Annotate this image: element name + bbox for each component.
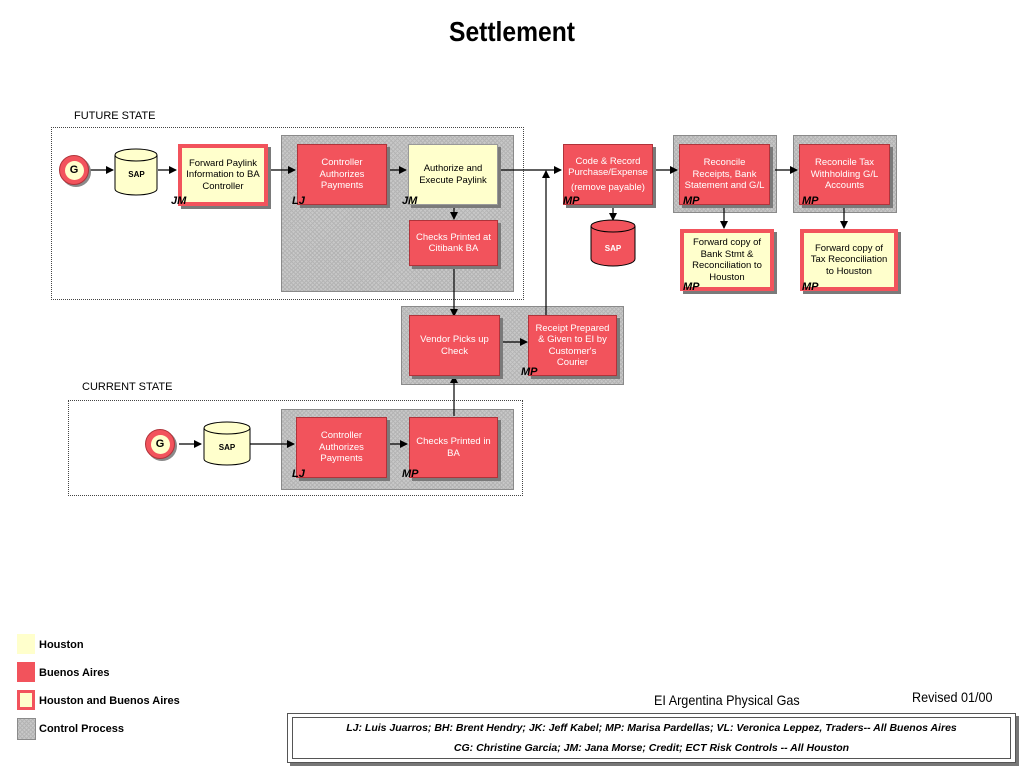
authorize-execute-step: Authorize and Execute Paylink <box>408 144 498 205</box>
forward-paylink-initials: JM <box>171 195 187 207</box>
legend-label-both: Houston and Buenos Aires <box>39 695 180 707</box>
sap-database-red-label: SAP <box>604 244 622 253</box>
revision-date: Revised 01/00 <box>912 689 993 705</box>
checks-printed-ba-label: Checks Printed in BA <box>416 436 491 459</box>
receipt-prepared-step: Receipt Prepared & Given to EI by Custom… <box>528 315 617 376</box>
receipt-prepared-label: Receipt Prepared & Given to EI by Custom… <box>535 322 610 369</box>
code-record-label: Code & Record Purchase/Expense <box>568 155 648 179</box>
page-title: Settlement <box>449 16 575 47</box>
controller-authorizes-current-step: Controller Authorizes Payments <box>296 417 387 478</box>
controller-authorizes-current-label: Controller Authorizes Payments <box>319 430 364 465</box>
legend-swatch-control <box>17 718 36 740</box>
initials-houston: CG: Christine Garcia; JM: Jana Morse; Cr… <box>453 742 850 754</box>
current-state-label: CURRENT STATE <box>82 381 173 393</box>
reconcile-tax-step: Reconcile Tax Withholding G/L Accounts <box>799 144 890 205</box>
reconcile-tax-label: Reconcile Tax Withholding G/L Accounts <box>810 157 879 192</box>
sap-database-icon <box>114 148 158 196</box>
sap-database-current-icon <box>203 421 251 466</box>
forward-tax-step: Forward copy of Tax Reconciliation to Ho… <box>800 229 898 291</box>
reconcile-receipts-initials: MP <box>683 195 700 207</box>
start-node-current: G <box>145 429 175 459</box>
forward-paylink-step: Forward Paylink Information to BA Contro… <box>178 144 268 206</box>
authorize-execute-initials: JM <box>402 195 418 207</box>
receipt-prepared-initials: MP <box>521 366 538 378</box>
start-node-future: G <box>59 155 89 185</box>
checks-printed-ba-initials: MP <box>402 468 419 480</box>
sap-database-current-label: SAP <box>218 443 236 452</box>
legend-label-houston: Houston <box>39 639 84 651</box>
legend-label-buenos-aires: Buenos Aires <box>39 667 110 679</box>
checks-printed-citibank-step: Checks Printed at Citibank BA <box>409 220 498 266</box>
sap-database-label: SAP <box>128 170 145 179</box>
controller-authorizes-current-initials: LJ <box>292 468 305 480</box>
code-record-note: (remove payable) <box>571 181 645 193</box>
future-state-label: FUTURE STATE <box>74 110 156 122</box>
forward-bank-stmt-label: Forward copy of Bank Stmt & Reconciliati… <box>692 237 762 283</box>
company-name: EI Argentina Physical Gas <box>654 692 800 708</box>
checks-printed-ba-step: Checks Printed in BA <box>409 417 498 478</box>
code-record-step: Code & Record Purchase/Expense (remove p… <box>563 144 653 205</box>
start-node-current-label: G <box>150 434 170 454</box>
start-node-label: G <box>64 160 84 180</box>
controller-authorizes-step: Controller Authorizes Payments <box>297 144 387 205</box>
initials-buenos-aires: LJ: Luis Juarros; BH: Brent Hendry; JK: … <box>346 722 957 734</box>
reconcile-receipts-label: Reconcile Receipts, Bank Statement and G… <box>684 157 765 192</box>
controller-authorizes-label: Controller Authorizes Payments <box>319 157 365 192</box>
legend-swatch-buenos-aires <box>17 662 35 682</box>
legend-swatch-both <box>17 690 35 710</box>
current-state-frame <box>68 400 523 496</box>
legend-initials-box: LJ: Luis Juarros; BH: Brent Hendry; JK: … <box>287 713 1016 763</box>
legend-initials-inner: LJ: Luis Juarros; BH: Brent Hendry; JK: … <box>292 717 1011 759</box>
forward-tax-label: Forward copy of Tax Reconciliation to Ho… <box>810 242 888 277</box>
forward-bank-stmt-initials: MP <box>683 281 700 293</box>
sap-database-red-icon <box>590 219 636 267</box>
forward-paylink-label: Forward Paylink Information to BA Contro… <box>186 157 260 192</box>
forward-bank-stmt-step: Forward copy of Bank Stmt & Reconciliati… <box>680 229 774 291</box>
checks-printed-citibank-label: Checks Printed at Citibank BA <box>416 231 491 255</box>
reconcile-receipts-step: Reconcile Receipts, Bank Statement and G… <box>679 144 770 205</box>
legend-swatch-houston <box>17 634 35 654</box>
code-record-initials: MP <box>563 195 580 207</box>
forward-tax-initials: MP <box>802 281 819 293</box>
authorize-execute-label: Authorize and Execute Paylink <box>419 163 487 186</box>
controller-authorizes-initials: LJ <box>292 195 305 207</box>
reconcile-tax-initials: MP <box>802 195 819 207</box>
vendor-picks-step: Vendor Picks up Check <box>409 315 500 376</box>
vendor-picks-label: Vendor Picks up Check <box>420 334 489 357</box>
future-state-frame <box>51 127 524 300</box>
legend-label-control: Control Process <box>39 723 124 735</box>
